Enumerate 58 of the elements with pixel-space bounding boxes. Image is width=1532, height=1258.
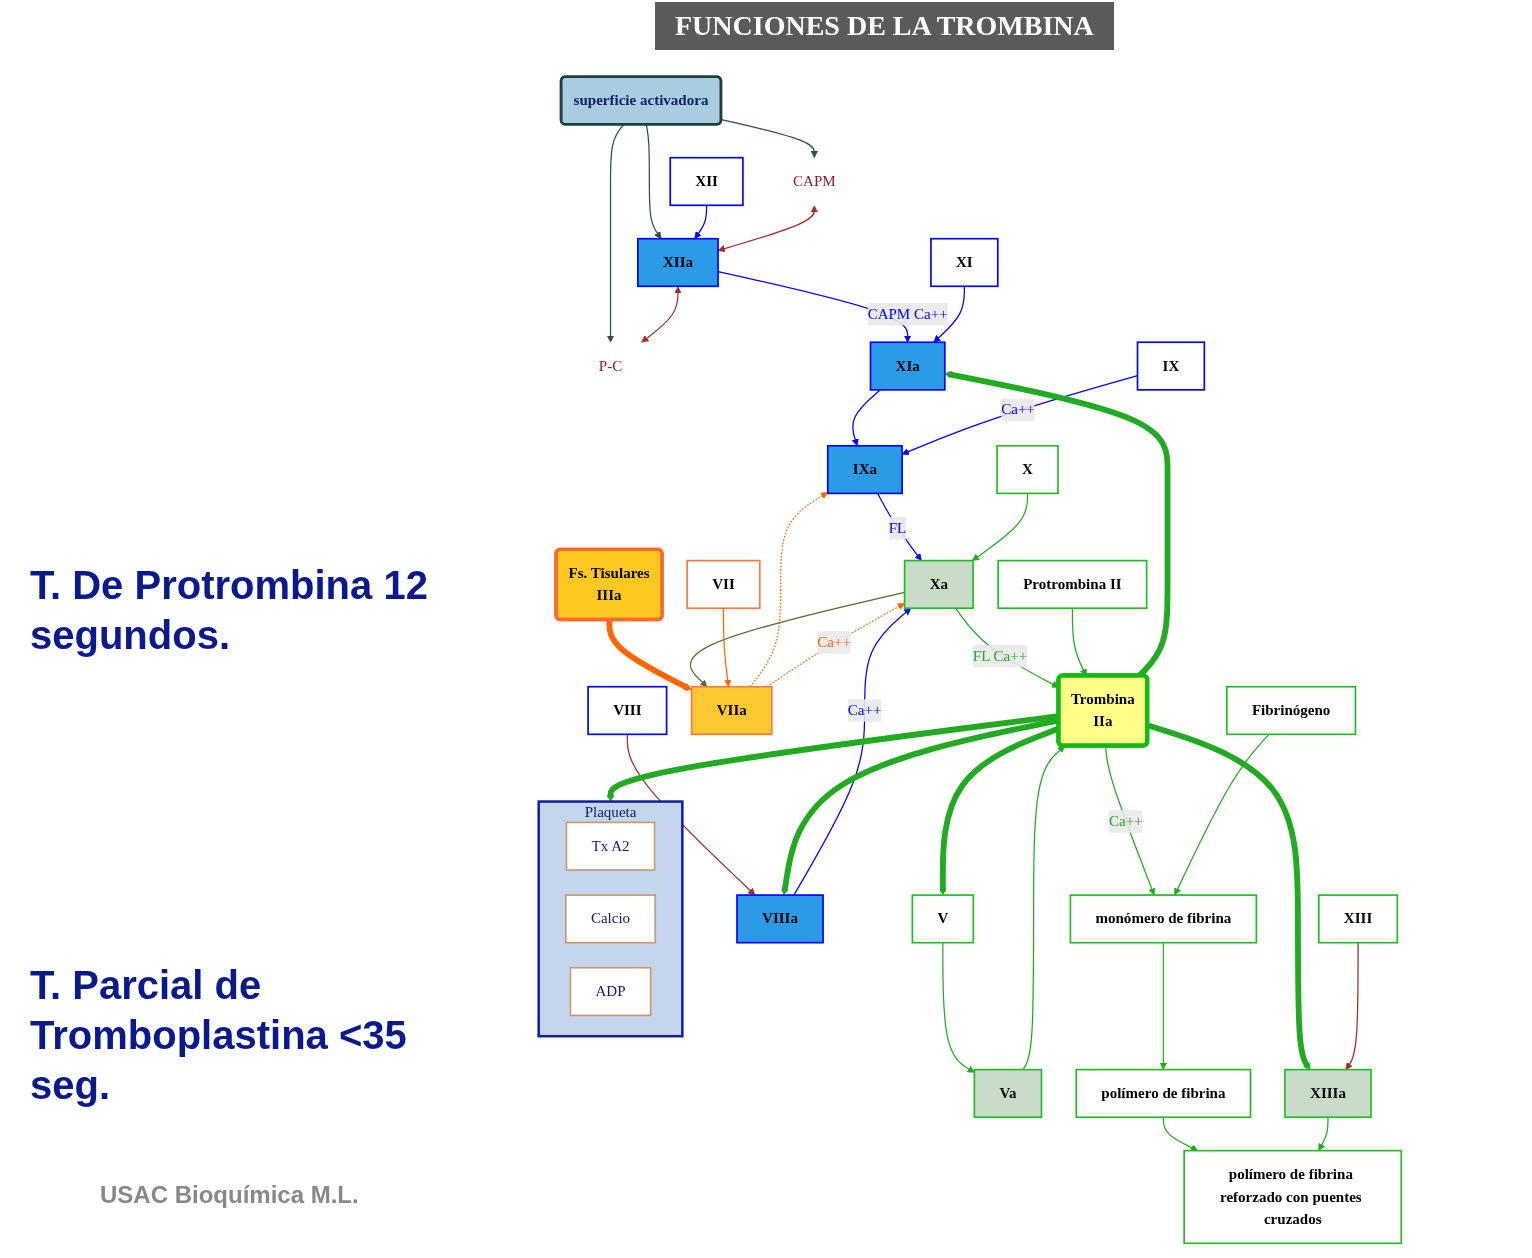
- arrow: [972, 492, 1029, 561]
- arrow: [851, 389, 881, 447]
- edge-label: FL Ca++: [972, 647, 1028, 665]
- node-box: ADP: [569, 966, 652, 1017]
- edge-label: Ca++: [847, 701, 882, 719]
- node-box: XIIa: [637, 237, 719, 288]
- arrow: [1345, 942, 1359, 1070]
- arrow: [749, 492, 829, 688]
- arrow: [933, 285, 965, 343]
- arrow: [793, 607, 912, 896]
- node-box: monómero de fibrina: [1069, 894, 1258, 944]
- node-box: XIa: [869, 341, 946, 391]
- credit-note: USAC Bioquímica M.L.: [100, 1180, 360, 1210]
- arrow: [766, 603, 905, 688]
- arrow: [606, 619, 692, 691]
- title-banner: FUNCIONES DE LA TROMBINA: [655, 2, 1114, 50]
- node-box: XIIIa: [1284, 1068, 1372, 1119]
- edge-label: Ca++: [817, 633, 851, 651]
- edge-label: Ca++: [1108, 812, 1143, 830]
- node-box: X: [996, 444, 1059, 495]
- node-box: VII: [686, 559, 761, 610]
- arrow: [876, 492, 922, 561]
- node-box: XIII: [1317, 894, 1399, 944]
- arrow: [694, 204, 708, 239]
- node-box: XII: [669, 156, 744, 207]
- arrow: [720, 118, 818, 158]
- node-box: IXa: [826, 444, 903, 495]
- arrow: [942, 942, 975, 1073]
- time-note: T. De Protrombina 12 segundos.: [30, 562, 429, 659]
- node-box: polímero de fibrina: [1075, 1068, 1252, 1119]
- node-box: Fibrinógeno: [1226, 685, 1357, 736]
- node-box: XI: [930, 237, 999, 288]
- arrow: [1318, 1116, 1329, 1151]
- node-box: VIIa: [690, 685, 773, 736]
- node-box: polímero de fibrina reforzado con puentes cruzados: [1183, 1149, 1403, 1245]
- node-text: CAPM: [793, 172, 836, 190]
- node-box: V: [911, 894, 975, 944]
- arrow: [1162, 1116, 1198, 1152]
- edge-label: Ca++: [1001, 401, 1035, 418]
- node-box: Tx A2: [565, 821, 656, 871]
- node-box: Xa: [903, 559, 974, 610]
- node-text: P-C: [598, 357, 623, 374]
- node-box: VIIIa: [736, 894, 824, 944]
- edge-label: FL: [888, 519, 907, 537]
- node-box: IX: [1136, 341, 1206, 391]
- node-box: VIII: [587, 685, 668, 736]
- arrow: [645, 124, 662, 239]
- time-note: T. Parcial de Tromboplastina <35 seg.: [30, 962, 408, 1109]
- edge-label: CAPM Ca++: [867, 305, 948, 323]
- arrow: [641, 286, 682, 343]
- arrow: [1022, 745, 1066, 1071]
- arrow: [606, 124, 625, 343]
- arrow: [722, 607, 732, 688]
- arrow: [1159, 942, 1168, 1070]
- node-box: Calcio: [565, 894, 657, 944]
- node-box: Protrombina II: [997, 559, 1148, 610]
- node-box: Va: [973, 1068, 1043, 1119]
- arrow: [1174, 733, 1270, 896]
